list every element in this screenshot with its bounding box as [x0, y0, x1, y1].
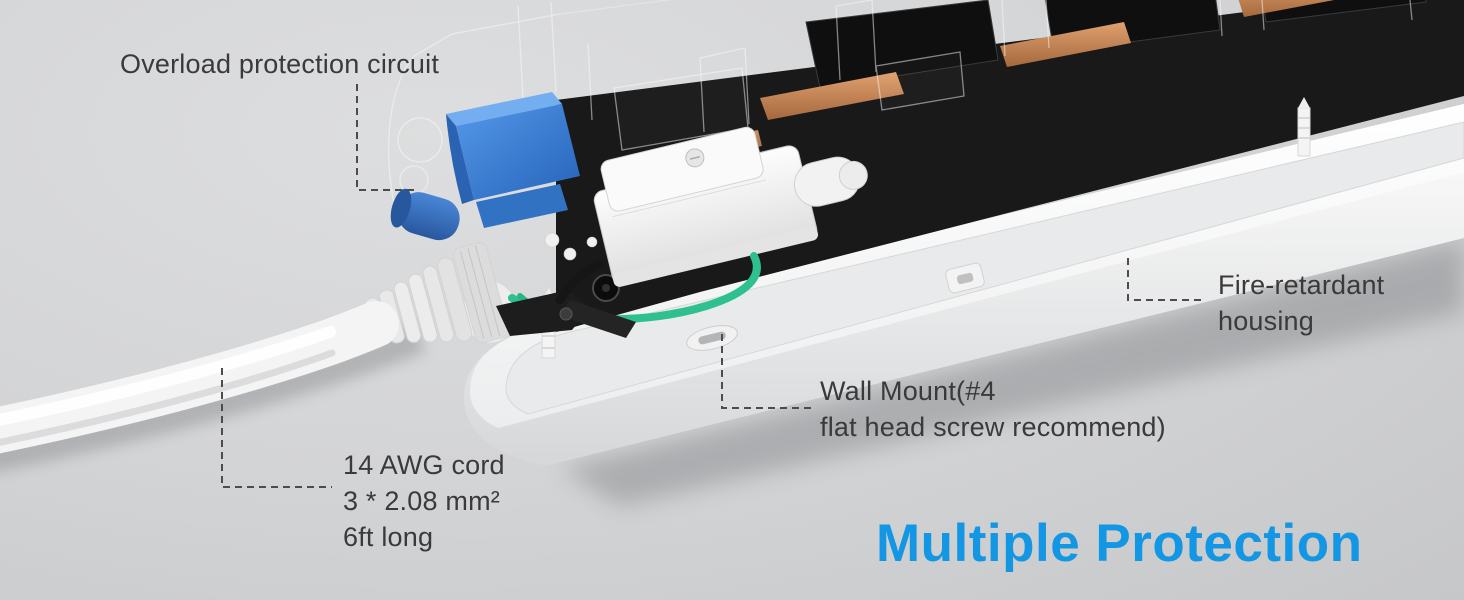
- pcb-board: [544, 0, 1464, 332]
- leader-lines: [221, 84, 1206, 488]
- callout-text: 14 AWG cord: [343, 450, 505, 480]
- relay-module: [593, 126, 868, 287]
- headline: Multiple Protection: [876, 514, 1363, 573]
- leader-fire-retardant: [1127, 258, 1206, 301]
- leader-overload: [356, 84, 414, 191]
- cord-clamp: [496, 259, 636, 338]
- copper-busbar: [760, 72, 904, 120]
- callout-text: housing: [1218, 305, 1314, 336]
- callout-overload-protection: Overload protection circuit: [120, 47, 439, 83]
- power-cord: [0, 301, 399, 454]
- strip-shadow: [560, 240, 1464, 506]
- callout-text: Wall Mount(#4: [820, 376, 996, 406]
- callout-text: 3 * 2.08 mm²: [343, 485, 500, 516]
- callout-text: 6ft long: [343, 521, 434, 552]
- callout-text: Fire-retardant: [1218, 270, 1385, 300]
- callout-text: Overload protection circuit: [120, 49, 440, 79]
- wall-mount-slot: [686, 325, 738, 351]
- overload-protector-component: [390, 92, 580, 241]
- keyhole-bracket: [945, 262, 985, 294]
- callout-fire-retardant: Fire-retardant housing: [1218, 268, 1384, 340]
- cord-shadow: [0, 324, 426, 472]
- callout-cord-spec: 14 AWG cord 3 * 2.08 mm² 6ft long: [343, 448, 505, 556]
- leader-cord: [221, 368, 332, 488]
- copper-busbar: [1000, 22, 1131, 67]
- leader-wall-mount: [721, 334, 812, 409]
- callout-wall-mount: Wall Mount(#4 flat head screw recommend): [820, 374, 1166, 446]
- callout-text: flat head screw recommend): [820, 411, 1166, 442]
- spring-post: [1297, 97, 1311, 157]
